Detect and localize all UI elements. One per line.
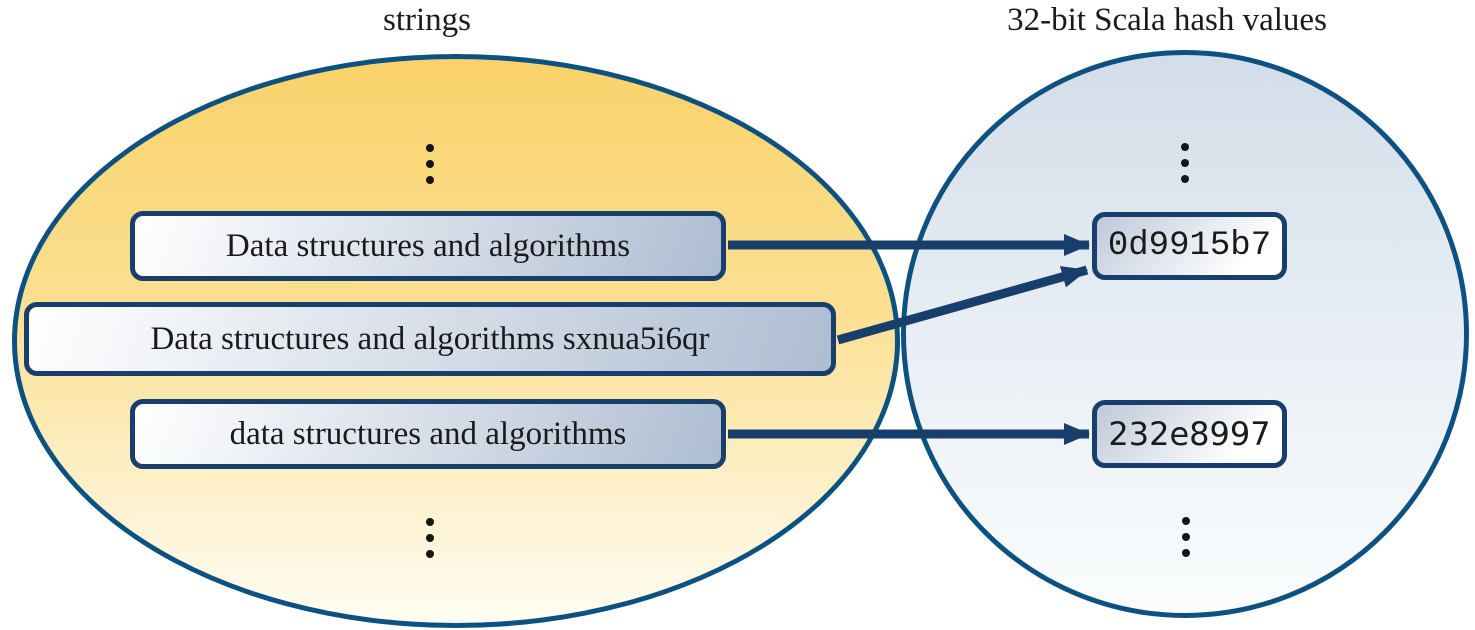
ellipsis-dot	[1181, 143, 1189, 151]
ellipsis-dot	[426, 534, 434, 542]
ellipsis-dot	[1182, 533, 1190, 541]
hash-value-0: 0d9915b7	[1092, 212, 1287, 280]
vertical-ellipsis	[1181, 143, 1189, 183]
vertical-ellipsis	[1182, 517, 1190, 557]
vertical-ellipsis	[426, 144, 434, 184]
strings-set-title: strings	[382, 2, 472, 38]
string-item-0: Data structures and algorithms	[130, 211, 726, 281]
string-item-1: Data structures and algorithms sxnua5i6q…	[24, 302, 836, 376]
ellipsis-dot	[1182, 549, 1190, 557]
hash-value-1: 232e8997	[1092, 400, 1287, 468]
ellipsis-dot	[426, 176, 434, 184]
hash-values-set-title: 32-bit Scala hash values	[1007, 2, 1327, 38]
string-item-2: data structures and algorithms	[130, 399, 726, 469]
ellipsis-dot	[426, 160, 434, 168]
ellipsis-dot	[1182, 517, 1190, 525]
ellipsis-dot	[426, 518, 434, 526]
vertical-ellipsis	[426, 518, 434, 558]
ellipsis-dot	[426, 144, 434, 152]
ellipsis-dot	[426, 550, 434, 558]
ellipsis-dot	[1181, 175, 1189, 183]
ellipsis-dot	[1181, 159, 1189, 167]
